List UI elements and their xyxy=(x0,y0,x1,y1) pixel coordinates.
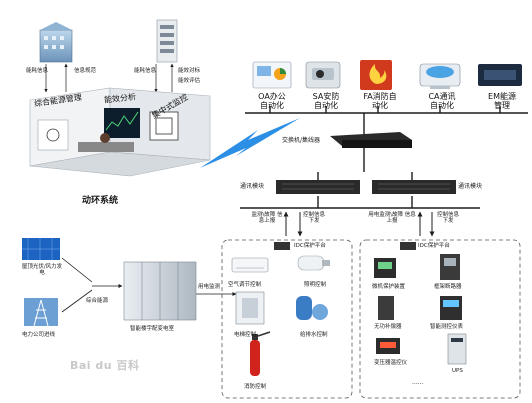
right-idc-label: IDC保护平台 xyxy=(418,243,450,249)
fire-extinguisher-icon xyxy=(250,331,271,376)
idc-right-device-icon xyxy=(400,242,416,250)
ups-icon xyxy=(447,333,467,365)
switch-label: 交换机/集线器 xyxy=(282,137,321,144)
right-control-label: 控制信息 下发 xyxy=(436,212,459,225)
comm-module-right-label: 通讯模块 xyxy=(458,183,483,190)
right-item-transformer: 变压器温控仪 xyxy=(374,360,408,366)
water-pump-icon xyxy=(296,296,328,320)
network-lines xyxy=(240,106,528,209)
left-report-label: 监测\故障 信息上报 xyxy=(251,212,283,225)
pv-wind-label: 屋顶光伏/风力发电 xyxy=(21,264,63,277)
left-control-label: 控制信息 下发 xyxy=(302,212,325,225)
ca-communication-icon xyxy=(419,63,461,89)
energy-compare-label: 能效对标 xyxy=(178,68,201,74)
transmission-tower-icon xyxy=(24,298,58,327)
fa-label: FA消防自动化 xyxy=(363,92,397,111)
right-report-label: 用电监测\故障 信息上报 xyxy=(368,212,416,225)
switch-device-icon xyxy=(330,132,412,148)
smart-meter-icon xyxy=(440,296,462,320)
left-idc-label: IDC保护平台 xyxy=(294,243,326,249)
watermark: Bai du 百科 xyxy=(70,359,140,372)
ca-label: CA通讯自动化 xyxy=(428,92,456,111)
right-ellipsis: ...... xyxy=(412,379,424,386)
left-item-air: 空气调节控制 xyxy=(228,282,262,288)
oa-office-icon xyxy=(252,61,292,89)
solar-panel-icon xyxy=(22,238,60,260)
power-monitor-label: 用电监测 xyxy=(198,284,221,290)
switchgear-cabinet-icon xyxy=(123,261,197,321)
info-standard-label: 信息规范 xyxy=(74,68,97,74)
left-control-group xyxy=(221,239,353,399)
left-item-water: 给排水控制 xyxy=(300,332,328,338)
energy-info-label: 能耗信息 xyxy=(26,68,49,74)
control-room-illustration xyxy=(29,87,211,177)
energy-evaluate-label: 能效评估 xyxy=(178,78,201,84)
right-control-group xyxy=(359,239,521,399)
power-side-lines xyxy=(61,257,237,313)
em-energy-icon xyxy=(478,64,522,86)
comm-module-left-icon xyxy=(276,180,360,194)
comm-module-right-icon xyxy=(372,180,456,194)
right-item-relay: 微机保护装置 xyxy=(372,284,406,290)
em-label: EM能源管理 xyxy=(488,92,516,111)
reactive-compensator-icon xyxy=(378,296,394,320)
power-room-label: 智能楼宇配变电室 xyxy=(130,326,175,332)
elevator-control-icon xyxy=(235,291,265,325)
right-item-ups: UPS xyxy=(452,368,463,374)
integrated-power-label: 综合能源 xyxy=(86,298,109,304)
system-title: 动环系统 xyxy=(81,196,119,206)
lighting-bulb-icon xyxy=(297,255,330,271)
idc-left-device-icon xyxy=(274,242,290,250)
data-flow-lines xyxy=(44,63,174,93)
server-tower-icon xyxy=(156,19,178,63)
relay-protection-icon xyxy=(374,258,396,278)
left-item-lighting: 照明控制 xyxy=(304,282,327,288)
wireless-link-icon xyxy=(200,118,300,168)
transformer-temp-icon xyxy=(376,338,400,354)
energy-info-2-label: 能耗信息 xyxy=(134,68,157,74)
circuit-breaker-icon xyxy=(440,254,460,280)
comm-module-left-label: 通讯模块 xyxy=(240,183,265,190)
right-item-meter: 智能测控仪表 xyxy=(430,324,464,330)
fa-fire-icon xyxy=(360,60,392,90)
office-building-icon xyxy=(39,22,73,63)
right-item-compensator: 无功补偿器 xyxy=(374,324,402,330)
sa-security-icon xyxy=(305,61,341,89)
grid-label: 电力公司进线 xyxy=(22,332,56,338)
oa-label: OA办公自动化 xyxy=(258,92,286,111)
left-item-elevator: 电梯控制 xyxy=(234,332,257,338)
sa-label: SA安防自动化 xyxy=(312,92,340,111)
air-conditioner-icon xyxy=(231,257,269,273)
left-item-fire: 消防控制 xyxy=(244,384,267,390)
info-arrows xyxy=(283,211,435,237)
right-item-breaker: 框架断路器 xyxy=(434,284,462,290)
